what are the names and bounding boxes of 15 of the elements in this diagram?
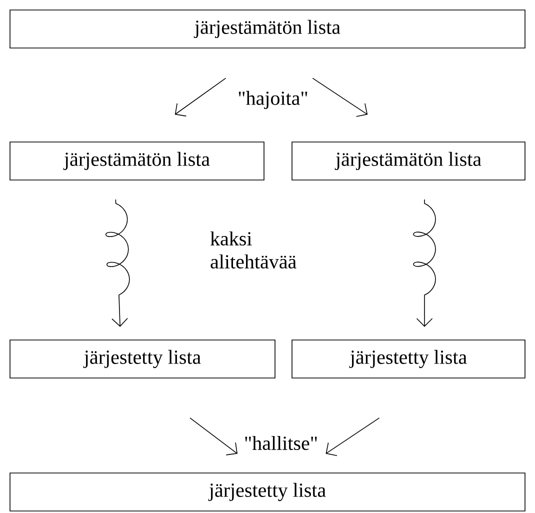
list-box: järjestetty lista [292, 340, 526, 378]
list-box: järjestämätön lista [292, 142, 526, 180]
arrow [174, 78, 226, 116]
arrow [312, 78, 368, 117]
text-label: "hallitse" [245, 436, 317, 450]
arrow [190, 418, 238, 456]
list-box: järjestämätön lista [10, 10, 526, 48]
squiggle-arrow [413, 199, 436, 327]
list-box: järjestämätön lista [10, 142, 264, 180]
list-box: järjestetty lista [10, 472, 526, 512]
text-label: kaksi alitehtävää [210, 231, 296, 269]
text-label: "hajoita" [238, 90, 308, 110]
list-box: järjestetty lista [10, 340, 276, 378]
arrow [326, 418, 380, 456]
squiggle-arrow [105, 199, 130, 327]
